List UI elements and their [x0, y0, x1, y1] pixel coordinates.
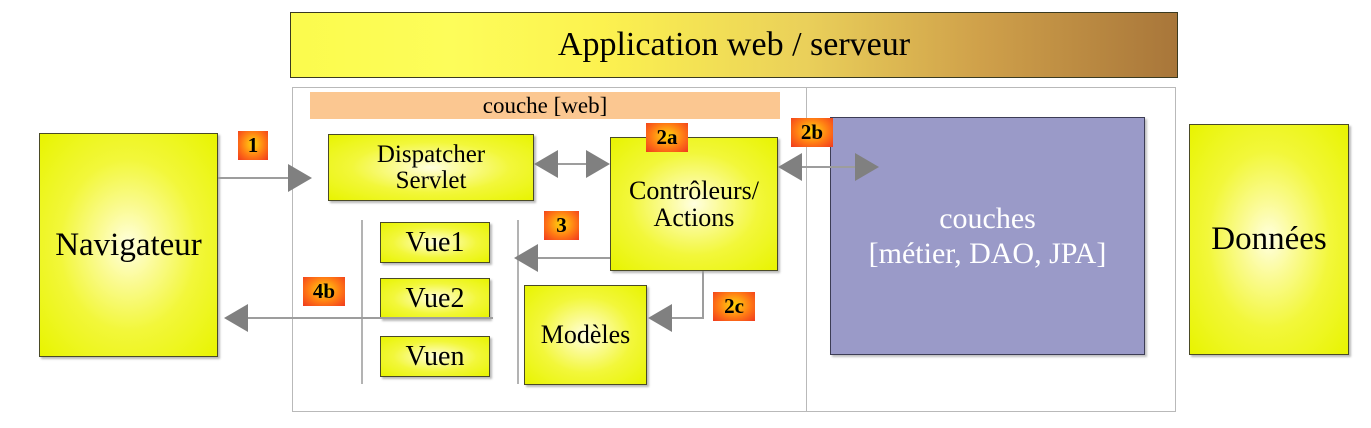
badge-step-1: 1 — [238, 131, 268, 160]
node-business-layers[interactable]: couches [métier, DAO, JPA] — [830, 117, 1145, 355]
web-layer-label: couche [web] — [482, 92, 608, 118]
badge-step-4b: 4b — [303, 277, 345, 306]
web-layer-band: couche [web] — [310, 92, 780, 119]
connector-2c-arrowhead — [648, 304, 672, 332]
badge-step-2c: 2c — [713, 292, 755, 321]
connector-2b-arrowhead-right — [855, 153, 879, 181]
node-vuen[interactable]: Vuen — [380, 336, 490, 377]
badge-step-1-label: 1 — [247, 133, 259, 157]
badge-step-2c-label: 2c — [724, 294, 744, 318]
connector-2a-arrowhead-left — [534, 150, 558, 178]
connector-1-line — [218, 177, 290, 179]
node-dispatcher-servlet[interactable]: Dispatcher Servlet — [328, 134, 534, 201]
node-vuen-label: Vuen — [405, 340, 465, 372]
node-dispatcher-servlet-label-line1: Dispatcher — [376, 140, 486, 168]
node-modeles[interactable]: Modèles — [524, 285, 647, 385]
application-title-text: Application web / serveur — [557, 26, 911, 63]
node-controleurs-actions[interactable]: Contrôleurs/ Actions — [610, 137, 778, 271]
node-donnees-label: Données — [1211, 221, 1327, 258]
badge-step-2b: 2b — [791, 118, 833, 147]
node-business-layers-label-line2: [métier, DAO, JPA] — [868, 237, 1107, 270]
connector-2a-line — [556, 163, 594, 165]
node-navigateur-label: Navigateur — [55, 226, 202, 263]
node-business-layers-label-line1: couches — [939, 201, 1036, 235]
badge-step-2a: 2a — [646, 123, 688, 152]
badge-step-2b-label: 2b — [800, 120, 824, 144]
views-group-bar-right — [517, 220, 519, 384]
node-donnees[interactable]: Données — [1189, 124, 1349, 355]
connector-3-arrowhead — [514, 244, 538, 272]
connector-2b-line — [800, 166, 862, 168]
node-controleurs-label-line2: Actions — [653, 203, 735, 232]
connector-4b-line — [248, 317, 493, 319]
connector-4b-arrowhead — [224, 304, 248, 332]
badge-step-4b-label: 4b — [312, 279, 336, 303]
views-group-bar-left — [361, 220, 363, 384]
connector-1-arrowhead — [288, 164, 312, 192]
connector-2c-hline — [672, 317, 704, 319]
container-vertical-divider — [806, 88, 807, 411]
application-title-banner: Application web / serveur — [290, 12, 1178, 78]
badge-step-3-label: 3 — [556, 213, 567, 237]
node-vue2[interactable]: Vue2 — [380, 278, 490, 319]
connector-2a-arrowhead-right — [586, 150, 610, 178]
node-dispatcher-servlet-label-line2: Servlet — [395, 166, 467, 194]
node-vue2-label: Vue2 — [405, 282, 465, 314]
badge-step-3: 3 — [544, 211, 579, 240]
node-modeles-label: Modèles — [540, 320, 631, 350]
connector-2c-vline — [702, 271, 704, 318]
connector-2b-arrowhead-left — [778, 153, 802, 181]
node-vue1[interactable]: Vue1 — [380, 222, 490, 263]
badge-step-2a-label: 2a — [656, 125, 678, 149]
node-vue1-label: Vue1 — [405, 226, 465, 258]
node-navigateur[interactable]: Navigateur — [39, 133, 218, 357]
connector-3-line — [538, 257, 610, 259]
node-controleurs-label-line1: Contrôleurs/ — [629, 175, 759, 205]
